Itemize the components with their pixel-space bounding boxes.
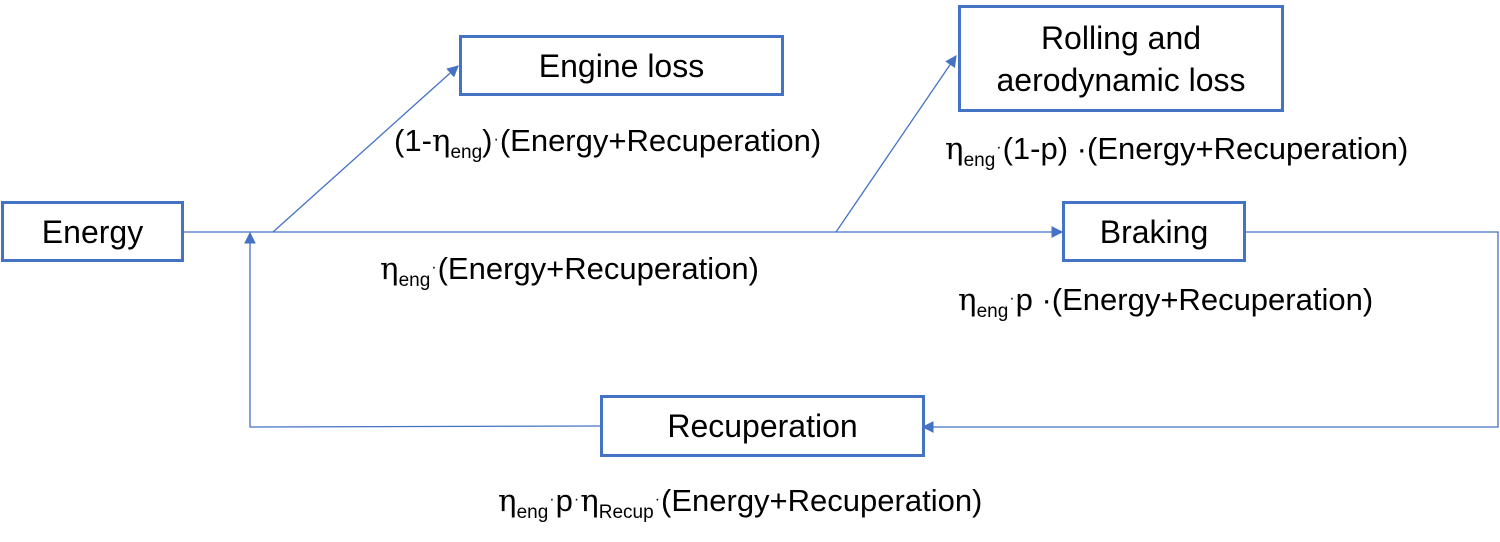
engine-loss-formula: (1-ηeng)·(Energy+Recuperation) [394, 123, 822, 163]
engine-loss-box: Engine loss [459, 35, 784, 96]
energy-label: Energy [41, 213, 144, 250]
braking-label: Braking [1099, 213, 1209, 250]
engine-loss-label: Engine loss [538, 47, 705, 84]
recuperation-formula: ηeng·p·ηRecup·(Energy+Recuperation) [498, 483, 983, 523]
recuperation-feedback-line [244, 231, 601, 428]
braking-formula: ηeng·p ·(Energy+Recuperation) [958, 282, 1374, 322]
eta-symbol: η [580, 483, 599, 519]
braking-box: Braking [1062, 201, 1246, 262]
rolling-label-line2: aerodynamic loss [996, 61, 1246, 98]
rolling-loss-formula: ηeng·(1-p) ·(Energy+Recuperation) [945, 131, 1409, 171]
recuperation-box: Recuperation [600, 395, 925, 457]
recuperation-label: Recuperation [667, 408, 858, 444]
eta-symbol: η [380, 251, 399, 287]
rolling-loss-arrow [835, 55, 957, 233]
rolling-label-line1: Rolling and [1040, 19, 1202, 56]
eta-symbol: η [498, 483, 517, 519]
engine-loss-arrow [272, 65, 459, 233]
rolling-aerodynamic-loss-box: Rolling and aerodynamic loss [958, 5, 1284, 112]
eta-symbol: η [945, 131, 964, 167]
eta-symbol: η [958, 282, 977, 318]
braking-to-recuperation-line [921, 231, 1499, 433]
main-flow-formula: ηeng·(Energy+Recuperation) [380, 251, 759, 291]
eta-symbol: η [431, 123, 451, 159]
energy-box: Energy [1, 201, 184, 262]
